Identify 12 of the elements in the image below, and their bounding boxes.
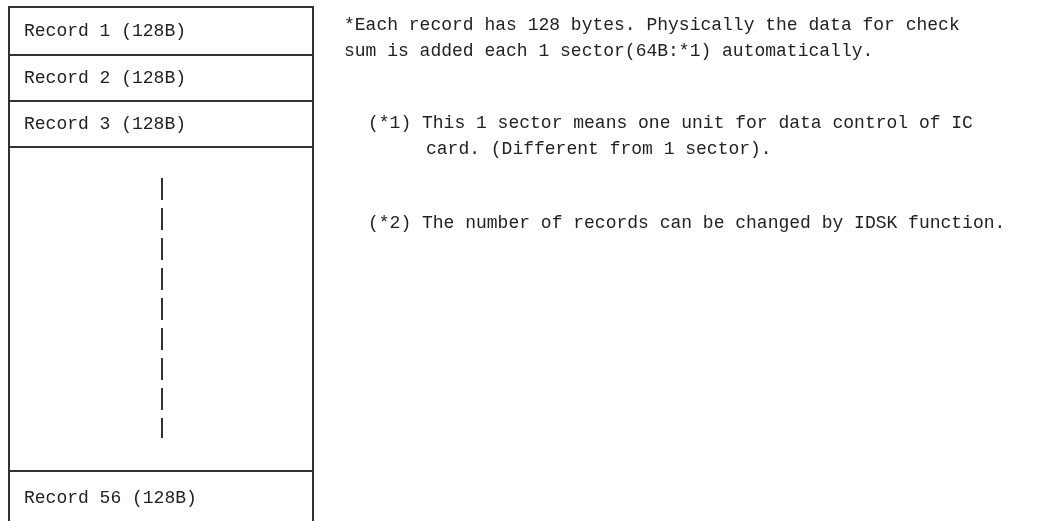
record-label: Record 1 (128B) [24, 21, 187, 41]
record-label: Record 56 (128B) [24, 488, 197, 508]
note-text: *Each record has 128 bytes. Physically the data for check sum is added each 1 sector(64B:*1) automatically. [344, 14, 961, 63]
record-row [8, 100, 314, 148]
records-gap-box [8, 146, 314, 472]
footnote-text: (*2) The number of records can be changed by IDSK function. [368, 212, 1007, 235]
record-row [8, 6, 314, 56]
record-row [8, 470, 314, 521]
footnote-text: (*1) This 1 sector means one unit for data control of IC card. (Different from 1 sector). [368, 112, 974, 161]
record-label: Record 3 (128B) [24, 114, 187, 134]
record-row [8, 54, 314, 102]
record-label: Record 2 (128B) [24, 68, 187, 88]
